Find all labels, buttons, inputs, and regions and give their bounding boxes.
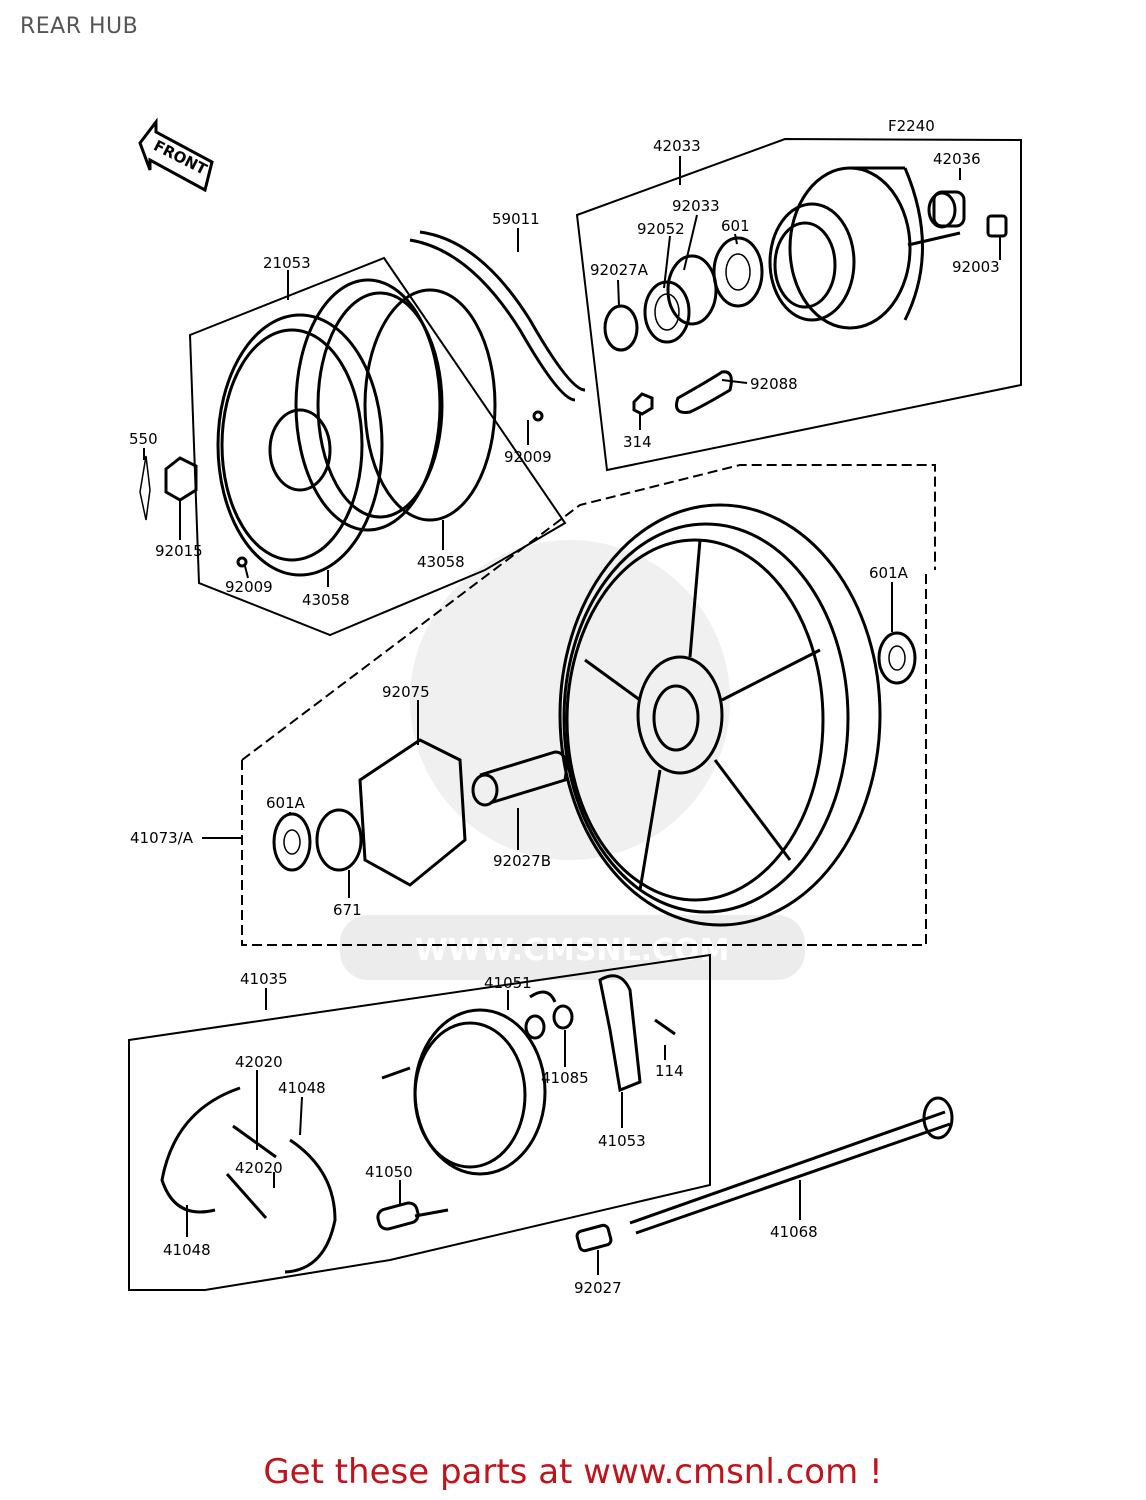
part-label-59011: 59011 — [492, 210, 540, 228]
part-label-601a-left: 601A — [266, 794, 306, 812]
part-label-42020-upper: 42020 — [235, 1053, 283, 1071]
part-label-41050: 41050 — [365, 1163, 413, 1181]
wheel-group-outline-top — [241, 464, 936, 761]
part-label-92009-lower: 92009 — [225, 578, 273, 596]
sprocket-assembly — [139, 230, 586, 577]
part-label-42020-lower: 42020 — [235, 1159, 283, 1177]
sprocket-coupling-group-outline — [575, 137, 1022, 472]
part-label-671: 671 — [333, 901, 362, 919]
coupling-assembly — [603, 166, 1008, 416]
part-label-92027b: 92027B — [493, 852, 551, 870]
part-label-41051: 41051 — [484, 974, 532, 992]
part-label-41053: 41053 — [598, 1132, 646, 1150]
wheel-group-outline-bottom — [241, 570, 927, 946]
page-title: REAR HUB — [20, 14, 139, 39]
part-label-42036: 42036 — [933, 150, 981, 168]
part-label-92009-upper: 92009 — [504, 448, 552, 466]
brake-group-outline — [128, 953, 711, 1291]
part-label-41035: 41035 — [240, 970, 288, 988]
part-label-21053: 21053 — [263, 254, 311, 272]
part-label-92033: 92033 — [672, 197, 720, 215]
part-label-41068: 41068 — [770, 1223, 818, 1241]
part-label-92088: 92088 — [750, 375, 798, 393]
part-label-92027: 92027 — [574, 1279, 622, 1297]
brake-assembly — [160, 974, 954, 1274]
part-label-601: 601 — [721, 217, 750, 235]
part-label-92015: 92015 — [155, 542, 203, 560]
part-label-601a-wheel: 601A — [869, 564, 909, 582]
group-outlines — [128, 137, 1022, 1291]
front-arrow-label: FRONT — [151, 137, 211, 179]
figure-code: F2240 — [888, 117, 935, 135]
watermark-text: WWW.CMSNL.COM — [415, 933, 730, 968]
part-label-41048-lower: 41048 — [163, 1241, 211, 1259]
leader-lines — [143, 156, 1001, 1275]
part-label-550: 550 — [129, 430, 158, 448]
part-label-314: 314 — [623, 433, 652, 451]
part-label-43058-lower: 43058 — [302, 591, 350, 609]
part-label-42033: 42033 — [653, 137, 701, 155]
wheel-assembly — [272, 503, 917, 927]
sprocket-group-outline — [188, 256, 567, 637]
part-label-41073a: 41073/A — [130, 829, 194, 847]
part-label-41048-upper: 41048 — [278, 1079, 326, 1097]
front-arrow-icon: FRONT — [138, 117, 214, 193]
part-label-114: 114 — [655, 1062, 684, 1080]
part-label-41085: 41085 — [541, 1069, 589, 1087]
part-label-92075: 92075 — [382, 683, 430, 701]
part-labels: F2240 42033 42036 92033 92052 601 92027A… — [129, 117, 1000, 1297]
part-label-92027a: 92027A — [590, 261, 649, 279]
footer-promo-text: Get these parts at www.cmsnl.com ! — [263, 1452, 883, 1492]
part-label-43058-upper: 43058 — [417, 553, 465, 571]
watermark: WWW.CMSNL.COM — [340, 540, 805, 980]
part-label-92003: 92003 — [952, 258, 1000, 276]
part-label-92052: 92052 — [637, 220, 685, 238]
